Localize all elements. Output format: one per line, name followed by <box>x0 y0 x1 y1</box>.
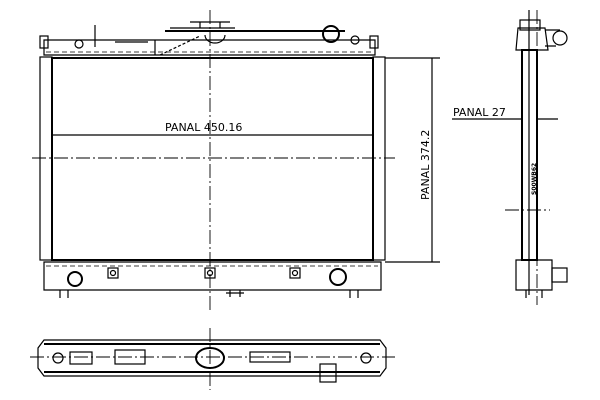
width-label: PANAL 450.16 <box>165 121 242 134</box>
front-view: PANAL 450.16 PANAL 374.2 <box>32 10 440 312</box>
bottom-tank-plan <box>37 339 387 377</box>
drain-fitting <box>319 363 337 383</box>
height-label: PANAL 374.2 <box>419 130 432 200</box>
top-tank <box>43 39 376 56</box>
outlet-pipe <box>67 271 83 287</box>
mount-bracket-left <box>39 35 49 49</box>
side-bar-left <box>39 56 53 261</box>
mount-bracket-right <box>369 35 379 49</box>
bottom-tank <box>43 261 382 291</box>
bottom-view <box>30 328 395 390</box>
side-bottom-tank <box>515 259 553 291</box>
depth-label: PANAL 27 <box>453 106 506 119</box>
side-part-code: S00WB62 <box>531 163 538 195</box>
filler-cap <box>322 25 340 43</box>
side-view: S00WB62 PANAL 27 <box>452 10 568 305</box>
side-top-tank <box>515 27 549 51</box>
drain-plug <box>329 268 347 286</box>
core <box>51 57 374 261</box>
side-bar-right <box>372 56 386 261</box>
